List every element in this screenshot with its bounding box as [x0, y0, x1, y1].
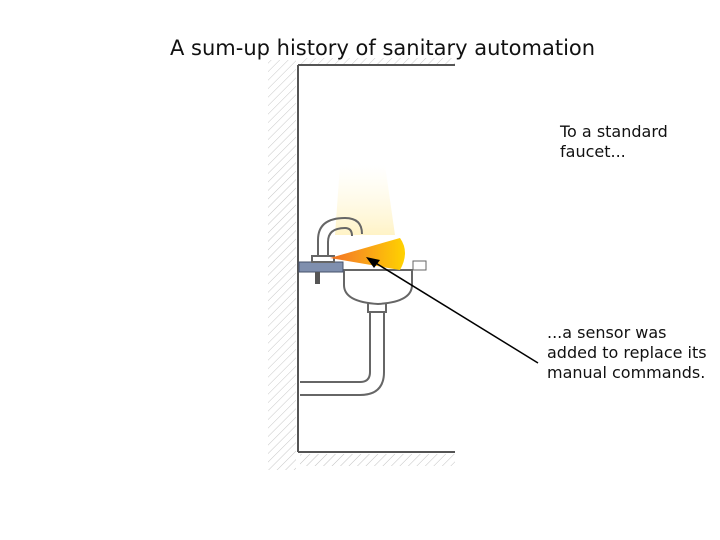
- caption-sensor: ...a sensor was added to replace its man…: [547, 323, 707, 382]
- wall: [268, 58, 455, 470]
- sensor-beam-icon: [330, 238, 405, 270]
- drain-pipe-icon: [300, 300, 387, 396]
- water-haze: [335, 165, 395, 235]
- faucet-icon: [311, 216, 363, 263]
- caption-faucet: To a standard faucet...: [560, 122, 668, 161]
- pointer-arrow-icon: [366, 257, 539, 364]
- slide-title: A sum-up history of sanitary automation: [170, 36, 596, 60]
- sink-icon: [298, 260, 427, 306]
